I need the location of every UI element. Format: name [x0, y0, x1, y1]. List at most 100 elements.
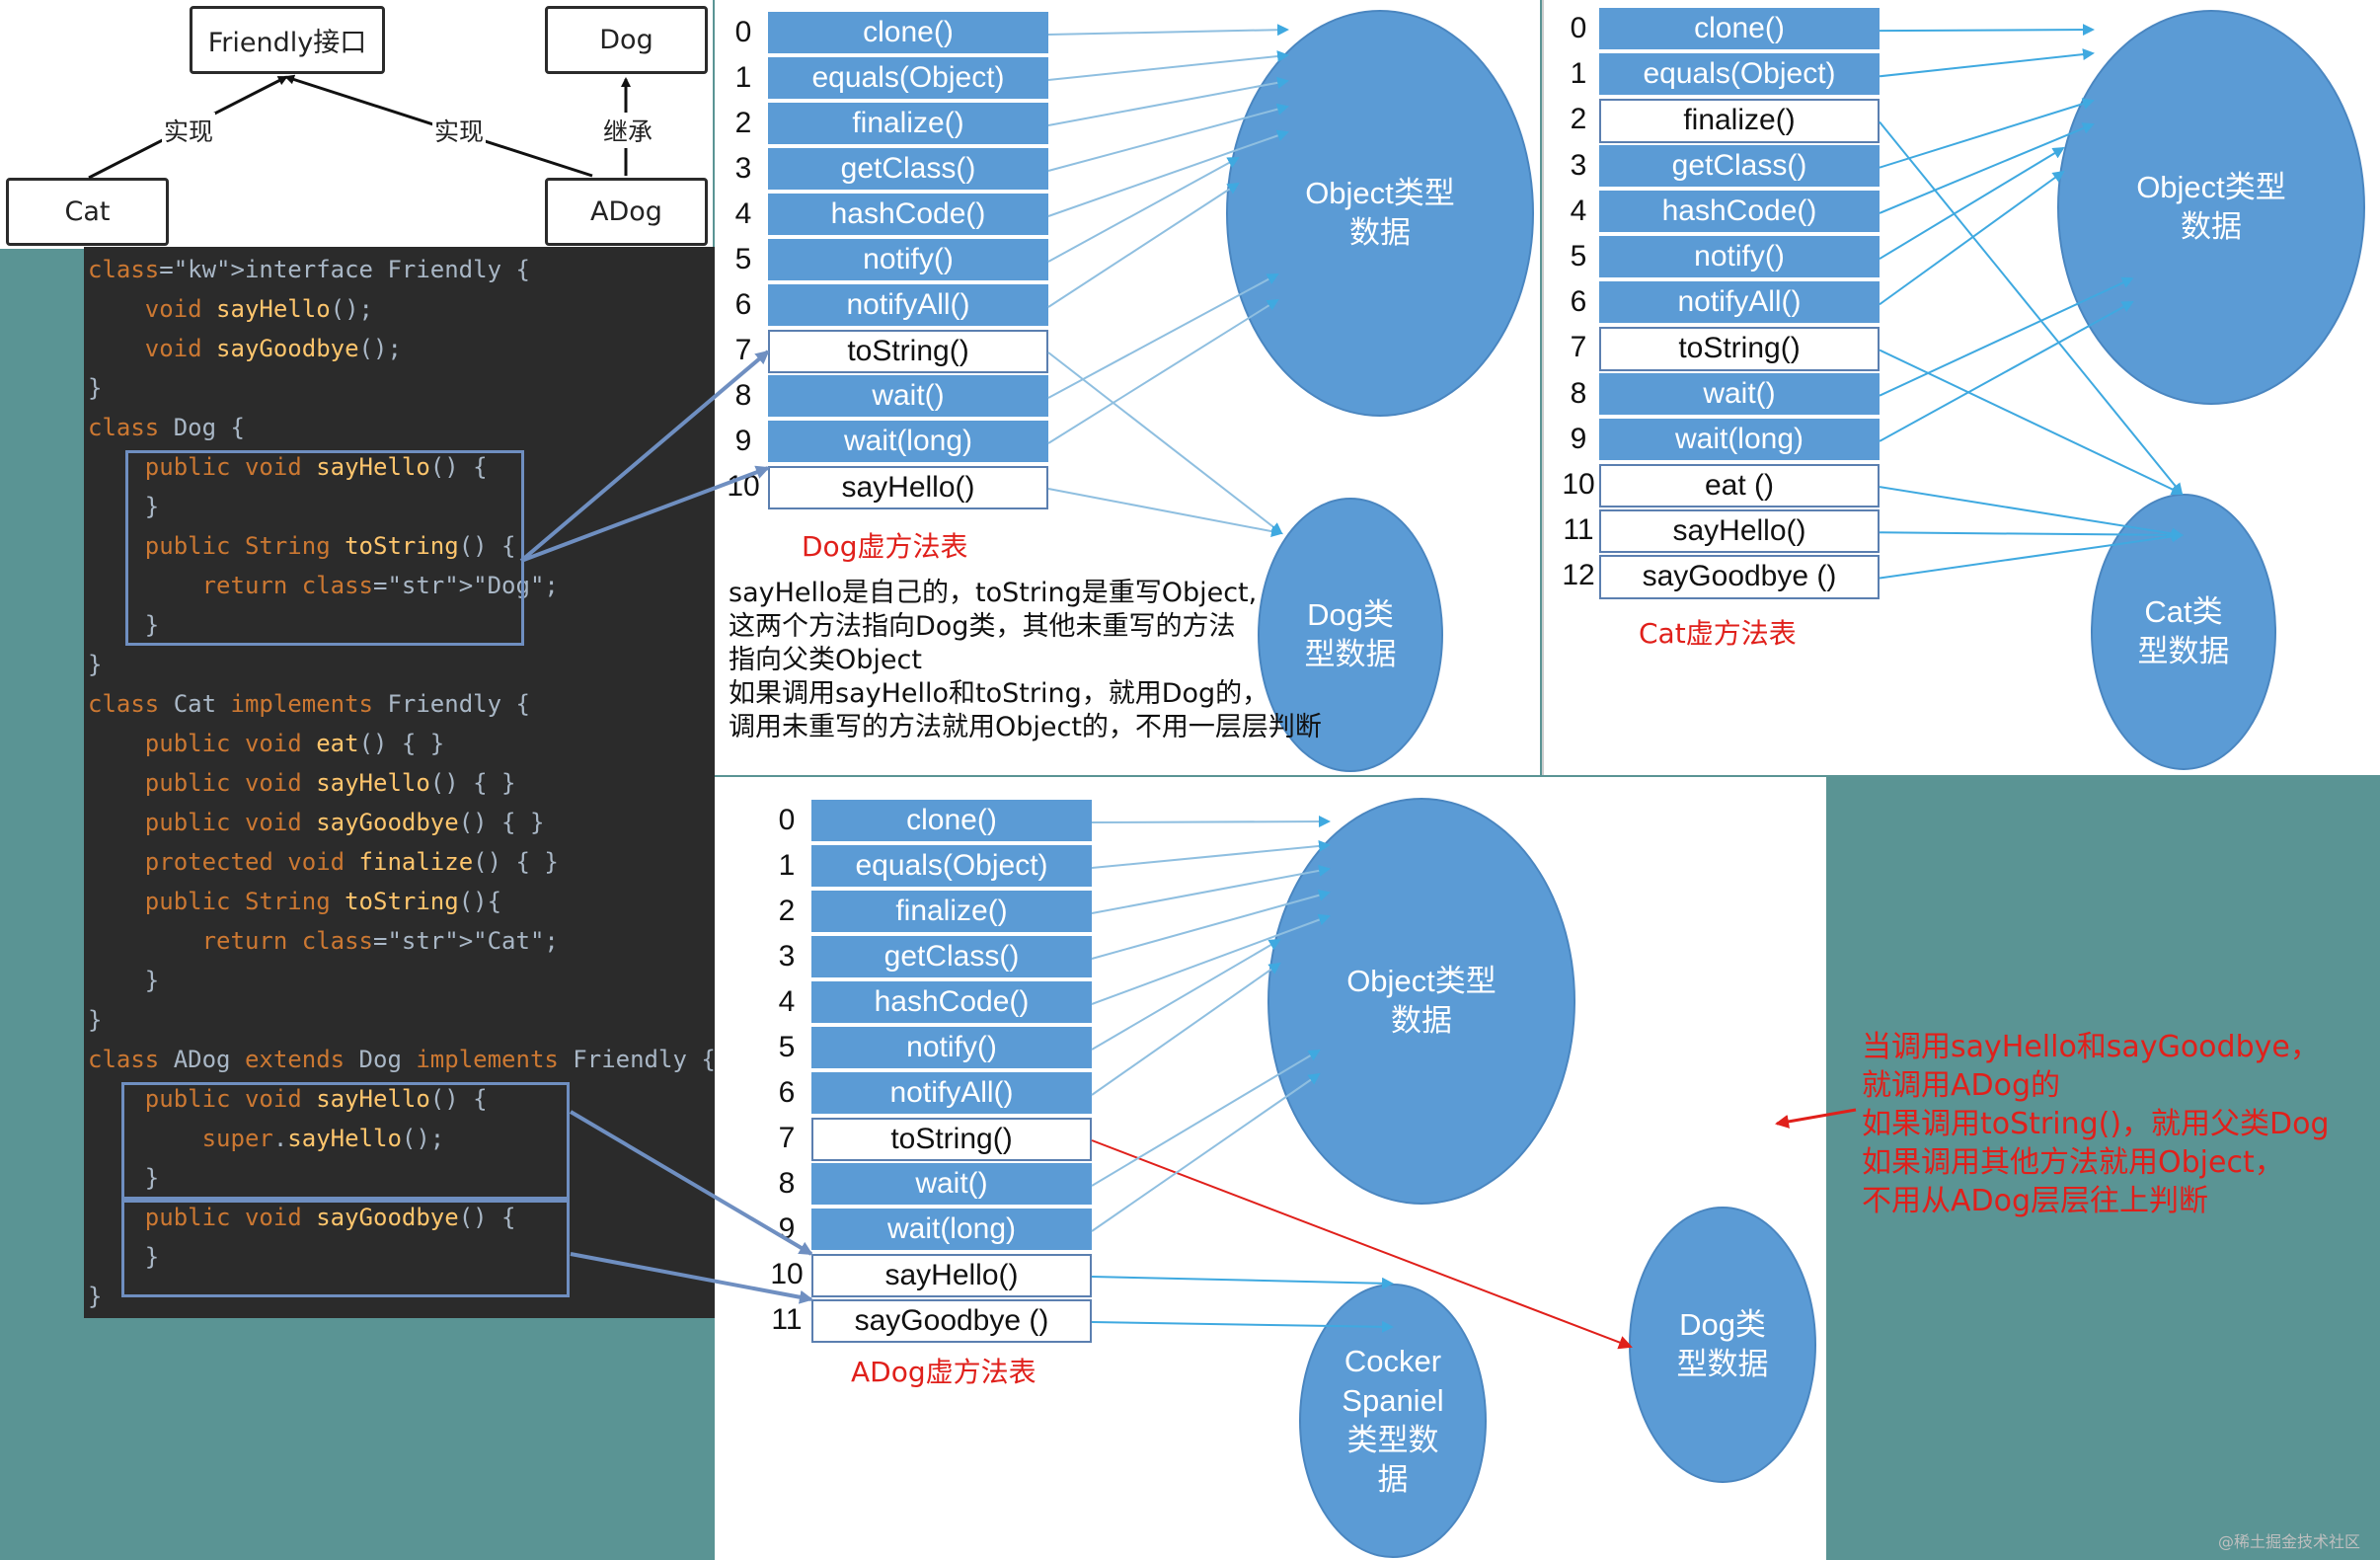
- adog-vtable-row: notifyAll(): [811, 1072, 1092, 1116]
- adog-vtable-row: notify(): [811, 1027, 1092, 1070]
- cat-vtable-row: getClass(): [1599, 144, 1880, 189]
- note-red-pointer: [1775, 1108, 1857, 1129]
- cat-vtable-arrow: [1879, 146, 2065, 260]
- cat-vtable-row: sayGoodbye (): [1599, 555, 1880, 599]
- dog-vtable-index: 0: [734, 16, 752, 48]
- code-line: return class="str">"Dog";: [201, 572, 559, 599]
- dog-vtable-index: 8: [734, 379, 752, 412]
- code-line: public void sayHello() {: [144, 1085, 488, 1113]
- adog-vtable-arrow: [1091, 1320, 1394, 1333]
- code-line: public void eat() { }: [144, 730, 445, 757]
- cat-vtable-row: hashCode(): [1599, 190, 1880, 234]
- adog-vtable-arrow: [1091, 1276, 1394, 1289]
- adog-vtable-row: equals(Object): [811, 845, 1092, 889]
- adog-vtable-index: 1: [778, 849, 796, 882]
- adog-vtable-index: 0: [778, 804, 796, 836]
- cat-vtable-row: notify(): [1599, 236, 1880, 280]
- adog-vtable-arrow: [1091, 864, 1331, 914]
- adog-vtable-row: finalize(): [811, 891, 1092, 934]
- cat-vtable-arrow: [1879, 528, 2184, 541]
- dog-vtable-arrow: [1047, 182, 1240, 308]
- dog-vtable-index: 9: [734, 425, 752, 457]
- dog-vtable-row: notifyAll(): [768, 284, 1048, 328]
- adog-saygoodbye-pointer: [570, 1252, 813, 1304]
- cat-vtable-index: 9: [1570, 422, 1587, 455]
- dog-highlight-pointer: [520, 465, 770, 563]
- adog-vtable-arrow: [1091, 913, 1331, 1005]
- cat-vtable-row: eat (): [1599, 464, 1880, 508]
- dog-highlight-pointer: [519, 350, 770, 563]
- cat-vtable-index: 8: [1570, 376, 1587, 410]
- adog-vtable-arrow: [1091, 816, 1331, 828]
- cat-vtable-index: 12: [1562, 559, 1595, 592]
- watermark: @稀土掘金技术社区: [2217, 1532, 2360, 1551]
- uml-adog-box: ADog: [545, 178, 708, 246]
- code-line: void sayHello();: [144, 295, 373, 323]
- cat-vtable-arrow: [1879, 349, 2184, 496]
- adog-vtable-index: 5: [778, 1031, 796, 1063]
- cat-vtable-index: 3: [1570, 148, 1587, 182]
- cat-vtable-index: 1: [1570, 57, 1587, 91]
- code-line: public void sayGoodbye() {: [144, 1204, 516, 1231]
- dog-vtable-arrow: [1047, 488, 1283, 538]
- dog-type-ellipse: Dog类 型数据: [1258, 498, 1443, 772]
- dog-vtable-row: getClass(): [768, 148, 1048, 192]
- cat-vtable-arrow: [1879, 48, 2095, 78]
- code-line: }: [88, 493, 160, 520]
- cat-vtable-row: wait(long): [1599, 418, 1880, 462]
- code-line: }: [88, 1164, 160, 1192]
- adog-vtable-row: getClass(): [811, 936, 1092, 979]
- cat-vtable-arrow: [1879, 530, 2184, 580]
- dog-vtable-arrow: [1047, 298, 1279, 444]
- dog-vtable-arrow: [1047, 157, 1240, 263]
- cat-vtable-index: 6: [1570, 285, 1587, 319]
- code-line: public void sayGoodbye() { }: [144, 809, 545, 836]
- uml-label-extends: 继承: [601, 113, 655, 148]
- code-line: class Dog {: [88, 414, 245, 441]
- cat-vtable-index: 4: [1570, 194, 1587, 227]
- cat-vtable-arrow: [1879, 120, 2184, 496]
- adog-vtable-arrow: [1091, 839, 1331, 869]
- dog-vtable-arrow: [1047, 129, 1289, 217]
- code-line: public void sayHello() { }: [144, 769, 516, 797]
- adog-vtable-index: 4: [778, 985, 796, 1018]
- dog-vtable-index: 7: [734, 334, 752, 366]
- adog-vtable-arrow: [1091, 1072, 1321, 1232]
- uml-cat-box: Cat: [6, 178, 169, 246]
- code-line: }: [88, 374, 103, 402]
- dog-vtable-row: equals(Object): [768, 57, 1048, 101]
- dog-vtable-arrow: [1047, 103, 1289, 172]
- code-line: super.sayHello();: [201, 1125, 445, 1152]
- dog-vtable-row: notify(): [768, 239, 1048, 282]
- adog-explanation-note: 当调用sayHello和sayGoodbye， 就调用ADog的 如果调用toS…: [1862, 1030, 2330, 1218]
- cat-type-ellipse: Cat类 型数据: [2091, 494, 2276, 770]
- code-line: class Cat implements Friendly {: [88, 690, 530, 718]
- adog-vtable-arrow: [1091, 962, 1281, 1096]
- cat-vtable-arrow: [1879, 122, 2095, 214]
- adog-vtable-row: wait(): [811, 1163, 1092, 1207]
- cat-vtable-index: 5: [1570, 240, 1587, 273]
- code-line: }: [88, 1006, 103, 1034]
- dog-vtable-index: 4: [734, 197, 752, 230]
- dog-vtable-row: sayHello(): [768, 466, 1048, 509]
- dog-vtable-arrow: [1047, 50, 1289, 81]
- code-line: }: [88, 1283, 103, 1310]
- cat-vtable-arrow: [1879, 24, 2095, 37]
- uml-dog-box: Dog: [545, 6, 708, 74]
- adog-sayhello-pointer: [569, 1110, 813, 1256]
- uml-label-implement-cat: 实现: [162, 113, 216, 148]
- code-line: }: [88, 611, 160, 639]
- code-line: void sayGoodbye();: [144, 335, 402, 362]
- code-line: public void sayHello() {: [144, 453, 488, 481]
- cat-vtable-row: finalize(): [1599, 99, 1880, 143]
- adog-vtable-arrow: [1091, 938, 1281, 1051]
- dog-vtable-index: 6: [734, 288, 752, 321]
- cat-object-type-ellipse: Object类型 数据: [2057, 10, 2365, 405]
- dog-vtable-index: 2: [734, 107, 752, 139]
- cat-vtable-arrow: [1879, 486, 2184, 540]
- dog-vtable-index: 5: [734, 243, 752, 275]
- uml-label-implement-adog: 实现: [432, 113, 487, 148]
- cat-vtable-arrow: [1879, 276, 2134, 397]
- adog-vtable-index: 10: [770, 1258, 804, 1290]
